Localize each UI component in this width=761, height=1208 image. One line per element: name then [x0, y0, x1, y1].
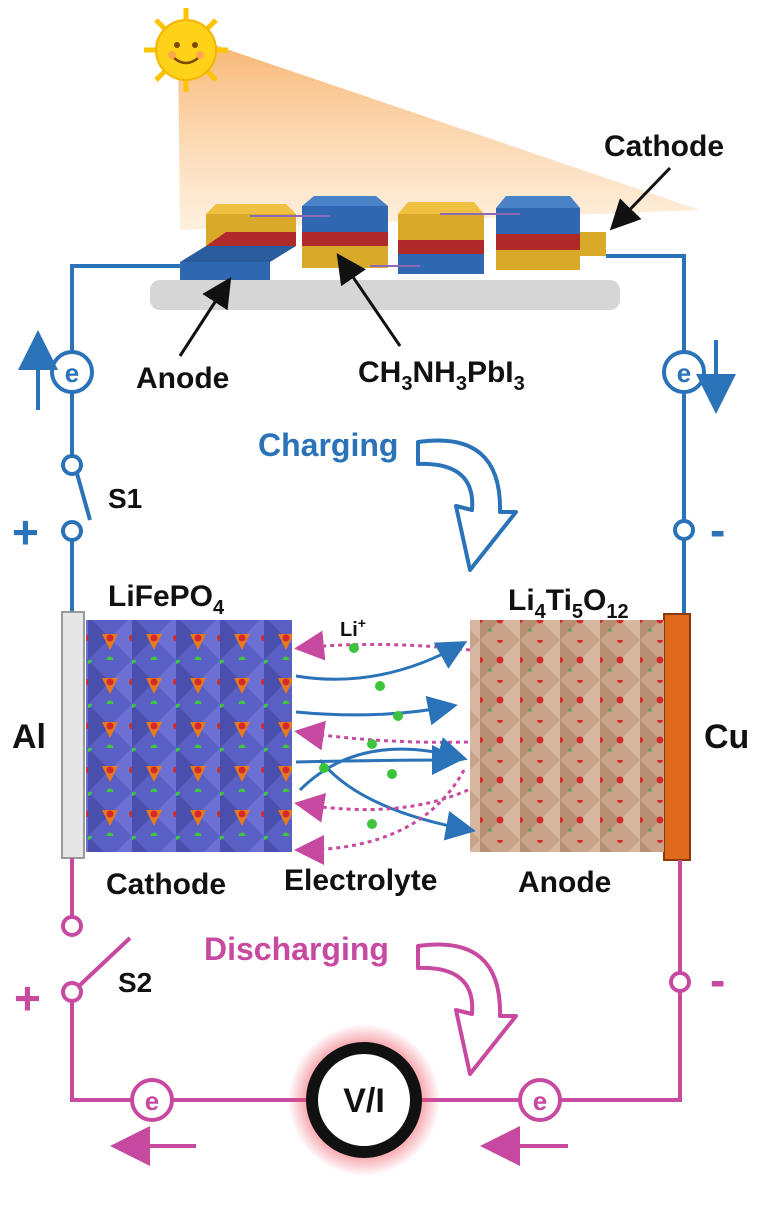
plus-charge: +	[12, 506, 39, 558]
minus-discharge: -	[710, 954, 725, 1006]
electrolyte-label: Electrolyte	[284, 864, 437, 897]
switch-s2-terminal-top	[61, 915, 83, 937]
cathode-top-label: Cathode	[604, 130, 724, 163]
cathode-crystal	[86, 620, 292, 852]
copper-collector	[663, 613, 691, 861]
electron-left-pink	[130, 1078, 174, 1122]
discharging-label: Discharging	[204, 931, 389, 967]
charging-label: Charging	[258, 427, 398, 463]
electron-right-pink	[518, 1078, 562, 1122]
electron-right-pink-label: e	[533, 1086, 547, 1116]
ion-paths	[294, 630, 476, 865]
li-ions	[319, 643, 403, 829]
perovskite-label: CH3NH3PbI3	[358, 356, 525, 395]
discharging-circuit	[70, 858, 682, 1102]
meter[interactable]	[306, 1042, 422, 1158]
solar-cells	[150, 196, 620, 310]
right-terminal-pink	[669, 971, 691, 993]
perovskite-pointer	[336, 253, 402, 347]
switch-s2-terminal-bottom[interactable]	[61, 981, 83, 1003]
s1-label: S1	[108, 483, 142, 514]
aluminum-collector	[61, 611, 85, 859]
switch-s1-terminal-top	[61, 454, 83, 476]
cu-label: Cu	[704, 718, 749, 756]
minus-charge: -	[710, 504, 725, 556]
lto-label: Li4Ti5O12	[508, 584, 629, 623]
discharging-curve-arrow	[416, 942, 518, 1076]
electron-left-blue	[50, 350, 94, 394]
li-ion-label: Li+	[340, 615, 366, 641]
electron-right-blue-label: e	[677, 358, 691, 388]
electron-left-blue-label: e	[65, 358, 79, 388]
sun-icon	[144, 8, 228, 92]
anode-bottom-label: Anode	[518, 866, 611, 899]
switch-s1-terminal-bottom[interactable]	[61, 520, 83, 542]
right-terminal-blue	[673, 519, 695, 541]
electron-right-blue	[662, 350, 706, 394]
al-label: Al	[12, 718, 46, 756]
sunlight-beam	[178, 40, 700, 230]
anode-top-label: Anode	[136, 362, 229, 395]
cathode-bottom-label: Cathode	[106, 868, 226, 901]
electron-left-pink-label: e	[145, 1086, 159, 1116]
lifepo4-label: LiFePO4	[108, 580, 225, 619]
charging-curve-arrow	[416, 438, 518, 572]
meter-label: V/I	[343, 1082, 385, 1120]
anode-crystal	[470, 620, 664, 852]
plus-discharge: +	[14, 972, 41, 1024]
anode-pointer	[178, 276, 232, 357]
s2-label: S2	[118, 967, 152, 998]
cathode-pointer	[609, 166, 672, 231]
